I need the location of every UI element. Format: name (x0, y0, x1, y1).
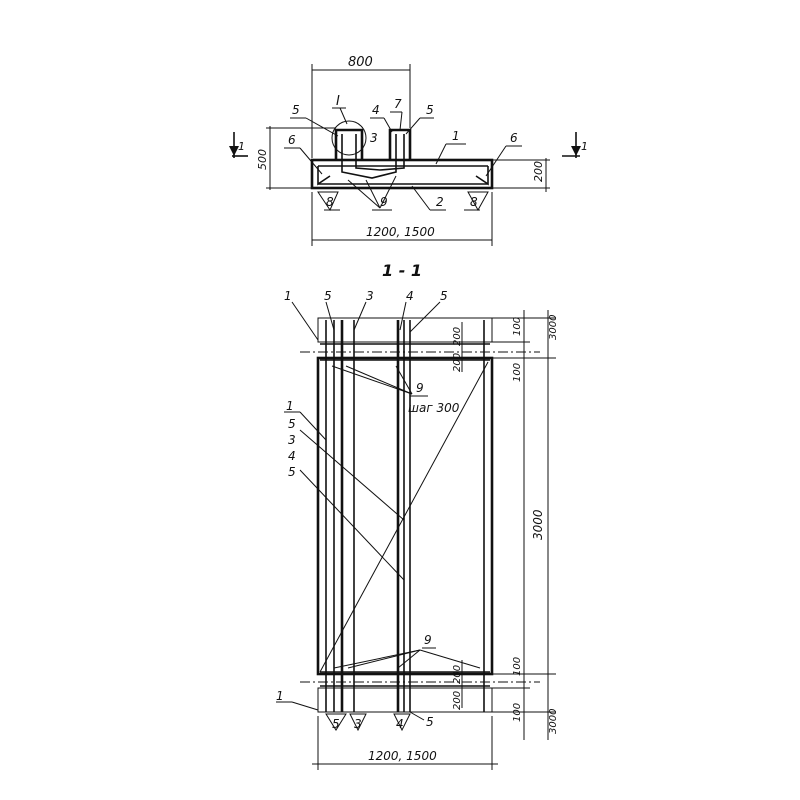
bar-9-upper-label: 9 (416, 381, 424, 395)
callout-9: 9 (380, 195, 388, 209)
dim-right-bottom-2: 200 (452, 691, 463, 710)
plan-callout-1-bottom: 1 (276, 689, 284, 703)
callout-2: 2 (436, 195, 444, 209)
callout-1: 1 (452, 129, 460, 143)
plan-callout-3-bottom: 3 (354, 717, 362, 731)
dim-slab-thickness: 200 (532, 161, 545, 182)
plan-callout-4-top: 4 (406, 289, 414, 303)
callout-6-right: 6 (510, 131, 518, 145)
dim-right-top-1: 100 (512, 317, 523, 336)
callout-8-left: 8 (326, 195, 334, 209)
dim-right-bottom-0: 100 (512, 657, 523, 676)
plan-callout-1-side: 1 (286, 399, 294, 413)
plan-view-title: 1 - 1 (382, 261, 422, 280)
plan-callout-5b-top: 5 (440, 289, 448, 303)
plan-dim-bottom-width: 1200, 1500 (368, 749, 437, 763)
plan-callout-1-top: 1 (284, 289, 292, 303)
end-strip-top (317, 317, 493, 343)
plan-callout-3-side: 3 (288, 433, 296, 447)
dim-right-main: 3000 (531, 509, 545, 540)
end-strip-bottom (317, 687, 493, 713)
bar-9-lower-label: 9 (424, 633, 432, 647)
dim-bottom-width: 1200, 1500 (366, 225, 435, 239)
dim-right-top-0: 3000 (548, 315, 559, 340)
cross-section-view: I 800 500 200 1200, 1500 1 1 (229, 55, 588, 246)
callout-6-left: 6 (288, 133, 296, 147)
dim-right-top-3: 200 (452, 353, 463, 372)
dim-right-top-4: 100 (512, 363, 523, 382)
cut-marker-right: 1 (581, 140, 588, 153)
plan-view: 1 5 3 4 5 1 5 3 4 5 9 шаг 300 9 1 (276, 289, 559, 770)
dim-height: 500 (256, 149, 269, 170)
callout-4: 4 (372, 103, 380, 117)
rebar-u-bar-inner (355, 134, 405, 171)
callout-3: 3 (370, 131, 378, 145)
rebar-hook-right (475, 166, 489, 186)
dim-top-width: 800 (348, 55, 373, 70)
channel-right-wall (388, 128, 412, 160)
detail-circle (331, 120, 367, 156)
cut-marker-left: 1 (238, 140, 245, 153)
rebar-hook-left (317, 166, 331, 186)
plan-callout-5-side: 5 (288, 417, 296, 431)
callout-5-left: 5 (292, 103, 300, 117)
plan-callout-4-side: 4 (288, 449, 296, 463)
channel-left-wall (334, 128, 364, 160)
plan-callout-3-top: 3 (366, 289, 374, 303)
plan-callout-4-bottom: 4 (396, 717, 404, 731)
slab-outline (310, 158, 494, 190)
callout-5-right: 5 (426, 103, 434, 117)
detail-marker: I (336, 94, 340, 109)
spacing-label: шаг 300 (408, 401, 460, 415)
plan-callout-5-bottom: 5 (332, 717, 340, 731)
callout-8-right: 8 (470, 195, 478, 209)
plan-callout-5b-bottom: 5 (426, 715, 434, 729)
plan-callout-5b-side: 5 (288, 465, 296, 479)
dim-right-top-2: 200 (452, 327, 463, 346)
dim-right-bottom-1: 200 (452, 665, 463, 684)
callout-7: 7 (394, 97, 402, 111)
plan-callout-5-top: 5 (324, 289, 332, 303)
dim-right-bottom-3: 100 (512, 703, 523, 722)
dim-right-bottom-4: 3000 (548, 709, 559, 734)
panel-outline (316, 356, 494, 676)
rebar-u-bar (341, 134, 397, 179)
